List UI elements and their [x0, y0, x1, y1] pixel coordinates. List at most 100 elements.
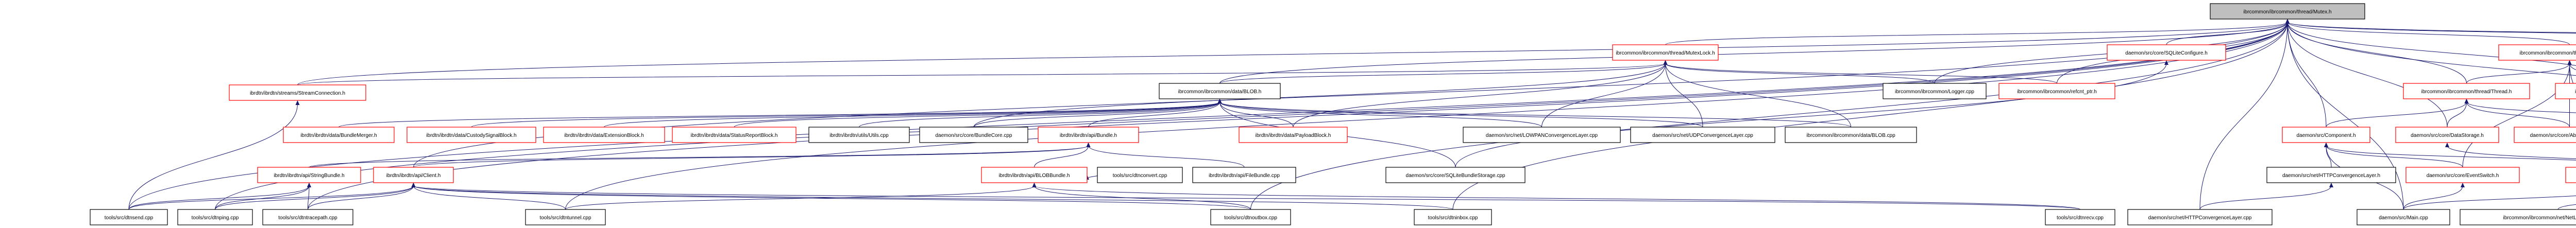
graph-node-simplebundlestorage-h[interactable]: daemon/src/core/SimpleBundleStorage.h [2565, 167, 2576, 183]
node-label: ibrcommon/ibrcommon/thread/Conditional.h [2520, 50, 2576, 56]
node-box [2555, 83, 2576, 99]
dependency-edge [2326, 145, 2463, 168]
node-label: ibrdtn/ibrdtn/api/Bundle.h [1060, 133, 1117, 138]
graph-node-sqlitebundlestorage-cpp[interactable]: daemon/src/core/SQLiteBundleStorage.cpp [1385, 167, 1526, 183]
graph-node-client-h[interactable]: ibrdtn/ibrdtn/api/Client.h [373, 167, 454, 183]
dependency-edge [309, 145, 1089, 168]
graph-node-dtnconvert-cpp[interactable]: tools/src/dtnconvert.cpp [1097, 167, 1183, 183]
graph-node-streamconnection-h[interactable]: ibrdtn/ibrdtn/streams/StreamConnection.h [229, 84, 366, 101]
graph-node-udp-cpp[interactable]: daemon/src/net/UDPConvergenceLayer.cpp [1630, 127, 1775, 143]
graph-node-refcnt-ptr-h[interactable]: ibrcommon/ibrcommon/refcnt_ptr.h [1998, 83, 2115, 99]
dependency-edge [308, 185, 310, 210]
graph-node-mutex-h[interactable]: ibrcommon/ibrcommon/thread/Mutex.h [2210, 3, 2365, 20]
graph-node-lowpan-cpp[interactable]: daemon/src/net/LOWPANConvergenceLayer.cp… [1463, 127, 1621, 143]
graph-node-payloadblock-h[interactable]: ibrdtn/ibrdtn/data/PayloadBlock.h [1239, 127, 1348, 143]
graph-node-logger-cpp[interactable]: ibrcommon/ibrcommon/Logger.cpp [1883, 83, 1987, 99]
graph-node-dtnsend-cpp[interactable]: tools/src/dtnsend.cpp [90, 209, 168, 225]
node-box [2045, 209, 2115, 225]
node-label: ibrdtn/ibrdtn/data/PayloadBlock.h [1256, 133, 1331, 138]
graph-node-mutexlock-h[interactable]: ibrcommon/ibrcommon/thread/MutexLock.h [1612, 44, 1719, 61]
node-label: ibrcommon/ibrcommon/thread/MutexLock.h [1616, 50, 1715, 56]
dependency-edge [2287, 22, 2576, 33]
graph-node-sqliteconfigure-h[interactable]: daemon/src/core/SQLiteConfigure.h [2107, 44, 2226, 61]
node-box [2403, 83, 2530, 99]
graph-node-eventswitch-h[interactable]: daemon/src/core/EventSwitch.h [2405, 167, 2520, 183]
graph-node-abstractworker-h[interactable]: daemon/src/core/AbstractWorker.h [2514, 127, 2576, 143]
node-box [2107, 44, 2226, 61]
graph-node-http-h[interactable]: daemon/src/net/HTTPConvergenceLayer.h [2266, 167, 2396, 183]
node-label: ibrdtn/ibrdtn/data/BundleMerger.h [300, 133, 377, 138]
graph-node-datastorage-h[interactable]: daemon/src/core/DataStorage.h [2395, 127, 2499, 143]
dependency-edge [2462, 63, 2570, 168]
graph-node-dtnoutbox-cpp[interactable]: tools/src/dtnoutbox.cpp [1210, 209, 1291, 225]
graph-node-bundlemerger-h[interactable]: ibrdtn/ibrdtn/data/BundleMerger.h [283, 127, 395, 143]
graph-node-custodysignalblock-h[interactable]: ibrdtn/ibrdtn/data/CustodySignalBlock.h [406, 127, 536, 143]
node-box [2395, 127, 2499, 143]
arrowhead-icon [2464, 99, 2469, 103]
dependency-edge [1034, 185, 2080, 210]
node-box [2127, 209, 2273, 225]
graph-node-filebundle-cpp[interactable]: ibrdtn/ibrdtn/api/FileBundle.cpp [1192, 167, 1296, 183]
node-label: ibrdtn/ibrdtn/api/StringBundle.h [274, 173, 344, 179]
graph-node-dtninbox-cpp[interactable]: tools/src/dtninbox.cpp [1414, 209, 1492, 225]
dependency-edge [215, 185, 310, 210]
graph-node-stringbundle-h[interactable]: ibrdtn/ibrdtn/api/StringBundle.h [257, 167, 361, 183]
graph-node-conditional-h[interactable]: ibrcommon/ibrcommon/thread/Conditional.h [2498, 44, 2576, 61]
graph-node-thread-h[interactable]: ibrcommon/ibrcommon/thread/Thread.h [2403, 83, 2530, 99]
node-box [1612, 44, 1719, 61]
graph-node-blob-cpp[interactable]: ibrcommon/ibrcommon/data/BLOB.cpp [1785, 127, 1917, 143]
dependency-edge [215, 185, 414, 210]
dependency-edge [1219, 63, 1666, 84]
graph-node-blob-h[interactable]: ibrcommon/ibrcommon/data/BLOB.h [1159, 83, 1281, 99]
dependency-edge [1088, 101, 1220, 128]
graph-node-bundlecore-cpp[interactable]: daemon/src/core/BundleCore.cpp [919, 127, 1028, 143]
dependency-edge [297, 22, 2288, 85]
node-box [257, 167, 361, 183]
node-label: ibrdtn/ibrdtn/data/ExtensionBlock.h [564, 133, 644, 138]
node-label: ibrcommon/ibrcommon/net/NetLinkManager.c… [2503, 215, 2576, 221]
dependency-edge [2199, 22, 2288, 210]
arrowhead-icon [295, 100, 300, 105]
graph-node-blobbundle-h[interactable]: ibrdtn/ibrdtn/api/BLOBBundle.h [981, 167, 1088, 183]
node-box [2357, 209, 2450, 225]
graph-node-dtnping-cpp[interactable]: tools/src/dtnping.cpp [177, 209, 253, 225]
node-label: ibrdtn/ibrdtn/streams/StreamConnection.h [250, 91, 345, 96]
graph-node-main-cpp[interactable]: daemon/src/Main.cpp [2357, 209, 2450, 225]
graph-node-http-cpp[interactable]: daemon/src/net/HTTPConvergenceLayer.cpp [2127, 209, 2273, 225]
dependency-edge [859, 101, 1220, 128]
node-label: ibrcommon/ibrcommon/data/BLOB.cpp [1806, 133, 1895, 138]
dependency-edge [308, 185, 414, 210]
node-label: tools/src/dtntunnel.cpp [539, 215, 591, 221]
graph-node-statusreportblock-h[interactable]: ibrdtn/ibrdtn/data/StatusReportBlock.h [672, 127, 796, 143]
node-label: daemon/src/core/BundleCore.cpp [936, 133, 1012, 138]
dependency-edge [1034, 145, 1089, 168]
dependency-edge [2569, 63, 2576, 90]
node-box [1097, 167, 1183, 183]
graph-node-objectlock-h[interactable]: ibrcommon/ibrcommon/thread/ObjectLock.h [2555, 83, 2576, 99]
graph-node-api-bundle-h[interactable]: ibrdtn/ibrdtn/api/Bundle.h [1038, 127, 1139, 143]
node-label: daemon/src/net/HTTPConvergenceLayer.cpp [2148, 215, 2252, 221]
arrowhead-icon [1032, 183, 1037, 187]
graph-node-netlinkmanager-cpp[interactable]: ibrcommon/ibrcommon/net/NetLinkManager.c… [2460, 209, 2576, 225]
graph-node-utils-cpp[interactable]: ibrdtn/ibrdtn/utils/Utils.cpp [808, 127, 910, 143]
arrowhead-icon [2285, 19, 2290, 24]
node-label: tools/src/dtnrecv.cpp [2057, 215, 2104, 221]
dependency-edge [2199, 185, 2332, 210]
arrowhead-icon [307, 183, 311, 187]
graph-node-component-h[interactable]: daemon/src/Component.h [2282, 127, 2370, 143]
arrowhead-icon [2329, 183, 2333, 187]
dependency-edge [2466, 63, 2570, 84]
arrowhead-icon [2164, 60, 2168, 65]
dependency-edge [973, 101, 1220, 128]
graph-node-extensionblock-h[interactable]: ibrdtn/ibrdtn/data/ExtensionBlock.h [543, 127, 665, 143]
node-box [808, 127, 910, 143]
arrowhead-icon [1217, 99, 1222, 103]
graph-node-dtntracepath-cpp[interactable]: tools/src/dtntracepath.cpp [262, 209, 353, 225]
graph-node-dtnrecv-cpp[interactable]: tools/src/dtnrecv.cpp [2045, 209, 2115, 225]
node-label: tools/src/dtnconvert.cpp [1113, 173, 1167, 179]
graph-node-dtntunnel-cpp[interactable]: tools/src/dtntunnel.cpp [525, 209, 606, 225]
node-label: daemon/src/core/SQLiteConfigure.h [2125, 50, 2208, 56]
node-label: ibrcommon/ibrcommon/thread/Thread.h [2421, 89, 2512, 95]
dependency-edge [308, 22, 2288, 210]
